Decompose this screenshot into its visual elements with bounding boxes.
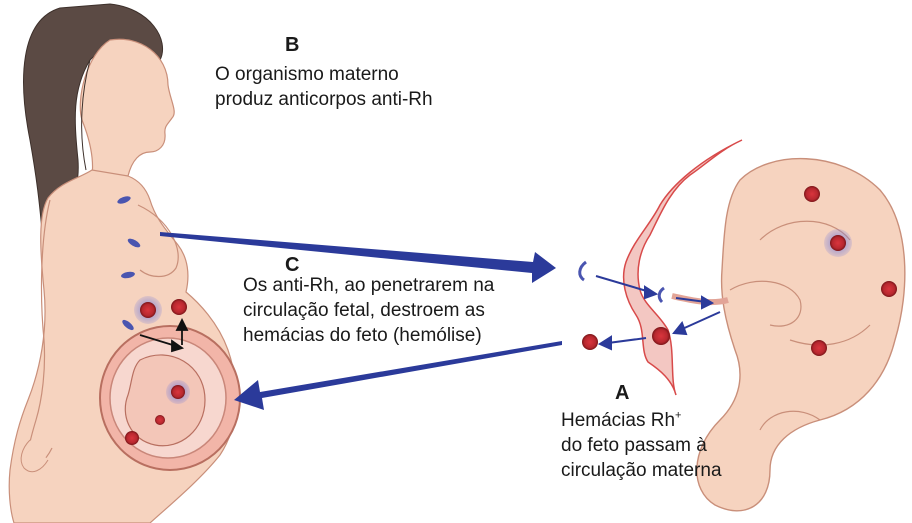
label-c-line3: hemácias do feto (hemólise) <box>243 323 494 348</box>
mother-face <box>80 39 174 176</box>
label-a-line1: Hemácias Rh+ <box>561 408 722 433</box>
label-b-line2: produz anticorpos anti-Rh <box>215 87 433 112</box>
maternal-red-cell <box>171 385 185 399</box>
label-c-line2: circulação fetal, destroem as <box>243 298 494 323</box>
antibody-icon <box>580 262 586 280</box>
uterus-with-fetus <box>100 326 240 470</box>
antibody-icon <box>659 288 664 302</box>
fetal-red-cell <box>881 281 897 297</box>
maternal-red-cell <box>125 431 139 445</box>
label-c-text: Os anti-Rh, ao penetrarem na circulação … <box>243 273 494 348</box>
label-c-line1: Os anti-Rh, ao penetrarem na <box>243 273 494 298</box>
fetus-body <box>697 159 905 511</box>
label-a-line3: circulação materna <box>561 458 722 483</box>
maternal-red-cell <box>155 415 165 425</box>
label-a-line1-main: Hemácias Rh <box>561 410 675 431</box>
fetal-red-cell <box>804 186 820 202</box>
label-b-line1: O organismo materno <box>215 62 433 87</box>
fetal-red-cell <box>582 334 598 350</box>
label-a-line2: do feto passam à <box>561 433 722 458</box>
fetal-red-cell <box>830 235 846 251</box>
maternal-red-cell <box>140 302 156 318</box>
fetal-red-cell <box>811 340 827 356</box>
label-a-line1-sup: + <box>675 410 681 422</box>
label-b-text: O organismo materno produz anticorpos an… <box>215 62 433 112</box>
label-a-text: Hemácias Rh+ do feto passam à circulação… <box>561 408 722 483</box>
big-arrow-to-mother <box>234 341 562 410</box>
label-b-letter: B <box>285 34 299 57</box>
fetal-red-cell <box>652 327 670 345</box>
label-a-letter: A <box>615 382 629 405</box>
maternal-red-cell <box>171 299 187 315</box>
